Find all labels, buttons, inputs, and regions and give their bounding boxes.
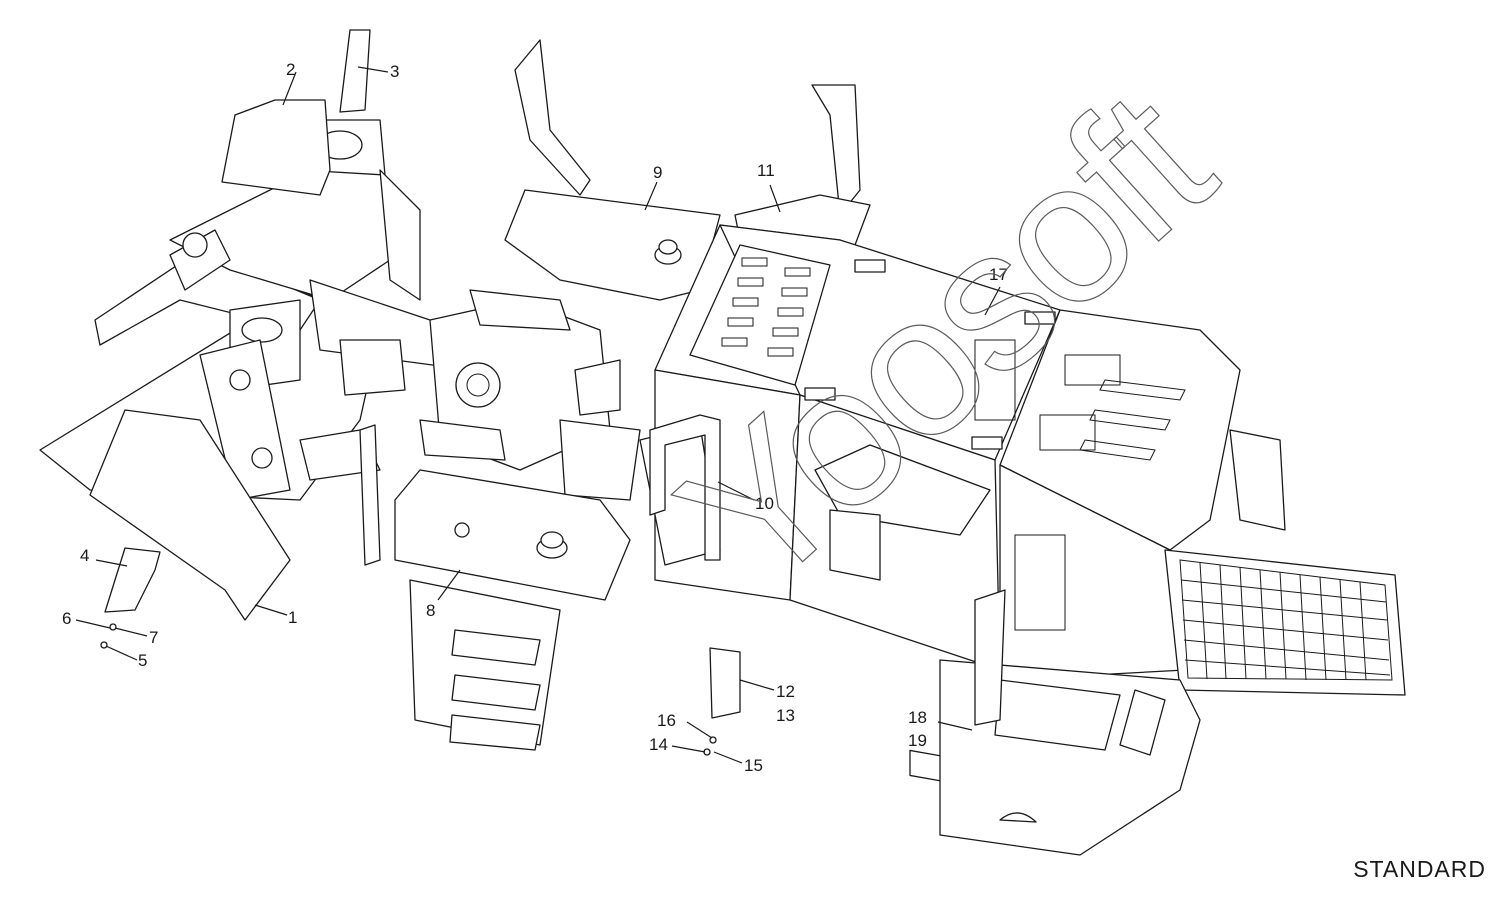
step-deck-part-8 (359, 424, 721, 751)
callout-12: 12 (776, 682, 795, 701)
callout-4: 4 (80, 546, 89, 565)
left-deck-part-9 (504, 39, 721, 301)
callout-11: 11 (757, 161, 775, 180)
hood-hinges (804, 259, 1056, 450)
callout-6: 6 (62, 609, 71, 628)
leader-lines (75, 66, 1001, 764)
callout-7: 7 (149, 628, 158, 647)
callout-17: 17 (989, 265, 1008, 284)
callout-13: 13 (776, 706, 795, 725)
callout-10: 10 (755, 494, 774, 513)
callout-5: 5 (138, 651, 147, 670)
washer-part-16 (709, 736, 717, 744)
callout-9: 9 (653, 163, 662, 182)
center-platform (419, 289, 641, 501)
callout-8: 8 (426, 601, 435, 620)
counterweight-assembly (939, 589, 1201, 856)
callout-2: 2 (286, 60, 295, 79)
panel-part-2 (221, 99, 331, 196)
callout-1: 1 (288, 608, 297, 627)
washer-part-7 (109, 623, 117, 631)
cover-part-1 (89, 409, 291, 621)
bolt-part-5 (100, 641, 108, 649)
radiator-screen (1164, 429, 1406, 696)
callout-15: 15 (744, 756, 763, 775)
variant-label: STANDARD (1353, 856, 1486, 882)
callout-19: 19 (908, 731, 927, 750)
strip-part-3 (339, 29, 371, 113)
plate-part-12 (709, 647, 741, 719)
rear-engine-cover (999, 309, 1241, 681)
callout-18: 18 (908, 708, 927, 727)
callout-numbers: 1 2 3 4 5 6 7 8 9 10 11 12 13 14 15 16 1… (62, 60, 1008, 775)
callout-16: 16 (657, 711, 676, 730)
callout-14: 14 (649, 735, 668, 754)
rear-handrail-part-11 (734, 84, 871, 246)
hood-vent-slots (721, 257, 1016, 421)
grab-handle-part-10 (649, 414, 721, 561)
bracket-part-4 (104, 547, 161, 613)
callout-3: 3 (390, 62, 399, 81)
